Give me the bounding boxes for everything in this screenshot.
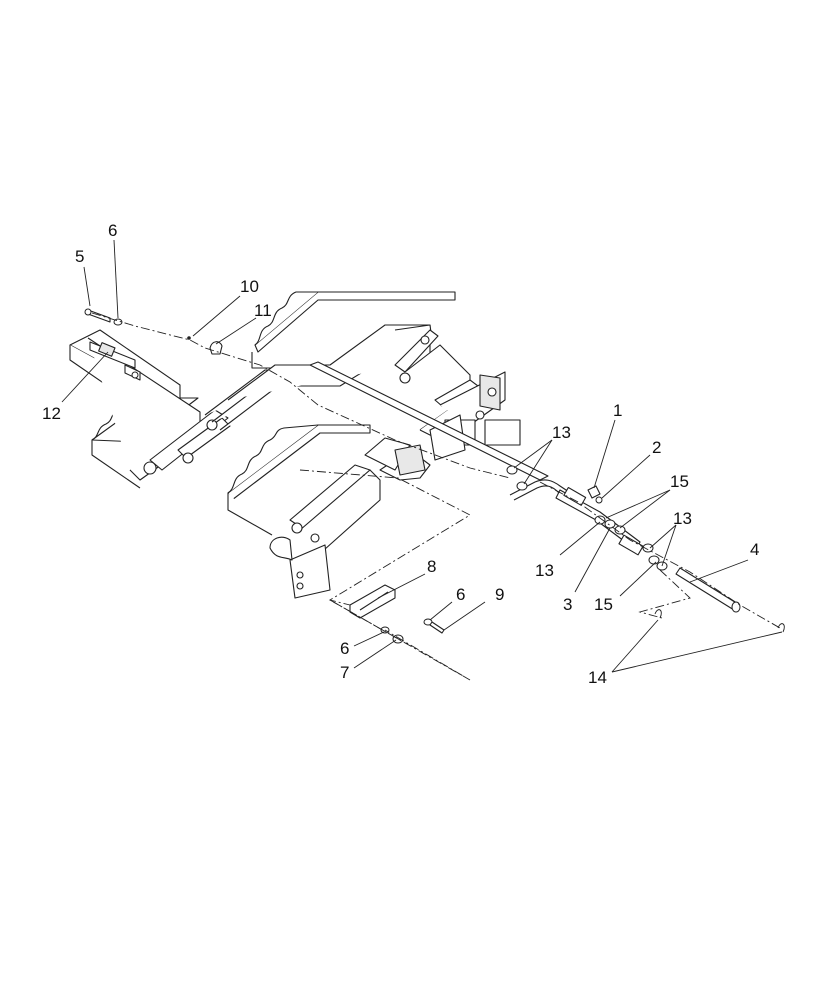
callout-8: 8 [427,557,436,576]
lower-linkage-plates [269,437,431,599]
callout-1: 1 [613,401,622,420]
callout-2: 2 [652,438,661,457]
frame-section-upper [251,291,456,369]
leader-lines [61,239,783,673]
callout-12: 12 [42,404,61,423]
part-4-rod-end [675,567,741,613]
callout-6-low: 6 [340,639,349,658]
callout-10: 10 [240,277,259,296]
callout-15-lower: 15 [594,595,613,614]
callout-7: 7 [340,663,349,682]
callout-11: 11 [254,301,272,320]
callout-15-upper: 15 [670,472,689,491]
hardware-washers-15-13 [594,515,668,571]
callout-9: 9 [495,585,504,604]
callout-6-mid: 6 [456,585,465,604]
callout-5: 5 [75,247,84,266]
frame-section-lower [227,424,371,536]
callout-14: 14 [588,668,607,687]
callout-13-upper: 13 [552,423,571,442]
callout-13-right: 13 [673,509,692,528]
callout-3: 3 [563,595,572,614]
assembly-dashed-lines [91,312,781,681]
upper-linkage-plates [394,329,521,461]
hardware-bolt-5 [84,308,111,323]
part-12-adjust-rod [89,341,141,381]
callout-labels: 1 2 3 4 5 6 6 6 7 8 9 10 11 12 13 13 13 … [42,221,759,687]
callout-6-top: 6 [108,221,117,240]
hardware-pin-1-2 [587,485,603,504]
callout-4: 4 [750,540,759,559]
hardware-part-10 [187,336,191,340]
hardware-pins-14 [654,609,785,633]
callout-13-left: 13 [535,561,554,580]
hardware-8-9-6-7 [380,618,445,644]
part-8-bracket [349,584,396,619]
